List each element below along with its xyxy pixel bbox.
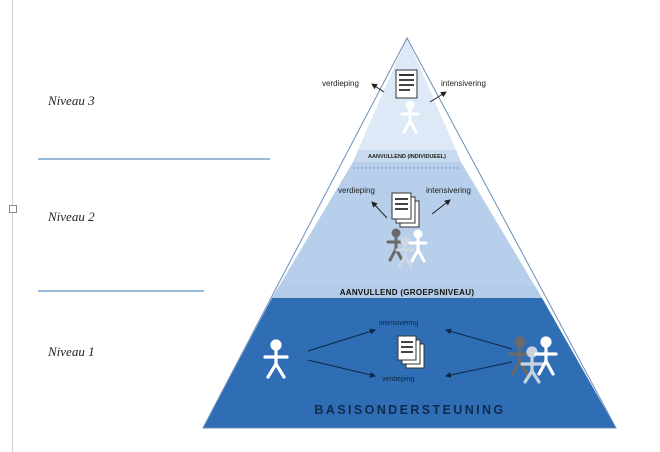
document-stack-icon-bottom [397,335,425,369]
pyramid-outline [202,36,617,429]
bottom-arrow-left-down [307,359,376,378]
level-separator-upper [38,158,270,160]
top-right-arrow-label: intensivering [441,79,486,88]
bottom-top-arrow-label: intensivering [379,320,418,327]
band-label-middle: AANVULLEND (GROEPSNIVEAU) [340,288,475,297]
middle-right-arrow-label: intensivering [426,186,471,195]
level-3-label: Niveau 3 [48,93,95,108]
band-top [353,150,461,162]
tier-middle [272,162,542,298]
document-stack-icon [391,192,420,228]
page-margin-line [12,0,13,452]
bottom-arrow-left-up [307,328,376,352]
band-middle [272,286,542,298]
group-icon-bottom-right [508,336,558,384]
middle-left-arrow-label: verdieping [338,186,375,195]
bottom-bottom-arrow-label: verdieping [382,376,414,383]
middle-left-arrow [371,201,388,219]
middle-right-arrow [431,199,451,215]
document-icon [395,69,418,99]
band-label-top: AANVULLEND (INDIVIDUEEL) [368,154,446,160]
bottom-arrow-right-down [445,361,513,378]
person-icon-bottom-left [263,339,289,379]
level-1-label: Niveau 1 [48,344,95,359]
top-left-arrow [371,83,385,93]
resize-handle[interactable] [9,205,17,213]
level-2-label: Niveau 2 [48,209,95,224]
person-icon [400,100,420,134]
group-icon [386,228,428,268]
top-left-arrow-label: verdieping [322,79,359,88]
top-right-arrow [429,91,447,103]
band-label-bottom: BASISONDERSTEUNING [314,403,505,417]
level-separator-lower [38,290,204,292]
bottom-arrow-right-up [445,328,513,350]
